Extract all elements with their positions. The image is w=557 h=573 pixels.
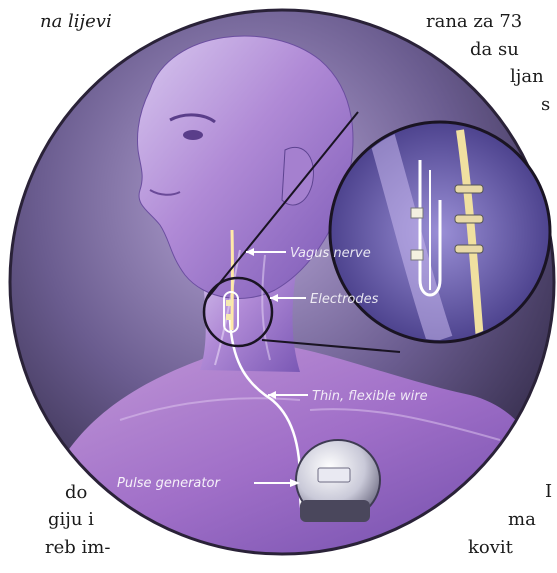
- label-electrodes-text: Electrodes: [310, 292, 379, 307]
- pulse-generator: [296, 440, 380, 522]
- label-lead-wire-text: Thin, flexible wire: [312, 389, 428, 404]
- inset-magnified-electrode: [330, 122, 550, 342]
- label-pulse-generator-text: Pulse generator: [117, 476, 221, 491]
- label-vagus-nerve-text: Vagus nerve: [290, 246, 371, 261]
